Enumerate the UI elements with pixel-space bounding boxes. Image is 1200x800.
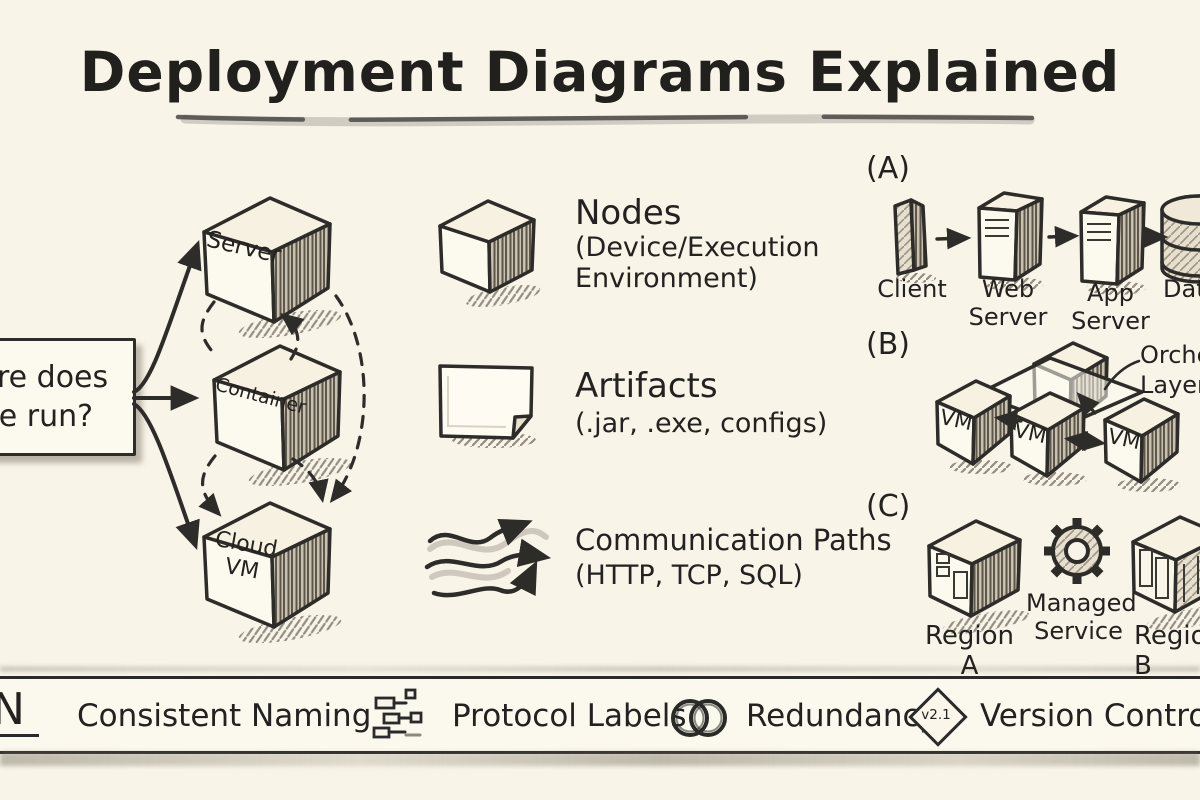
footer-band <box>0 676 1200 754</box>
naming-letter: N <box>0 684 25 735</box>
region-b-cube-icon <box>1131 515 1200 630</box>
artifact-icon <box>438 364 536 448</box>
example-c-label: (C) <box>866 489 911 524</box>
naming-letter-icon: N <box>0 684 39 738</box>
question-box: Where does code run? <box>0 338 136 456</box>
protocol-labels-icon <box>372 688 423 739</box>
region-b-label: Region B <box>1134 621 1200 681</box>
gear-icon <box>1044 518 1110 584</box>
database-label: Database <box>1163 275 1200 303</box>
legend-nodes-subtitle: (Device/Execution Environment) <box>575 232 820 295</box>
redundancy-rings-icon <box>671 699 727 737</box>
app-server-icon <box>1079 195 1146 295</box>
orchestration-layer-label: Orchestration Layer <box>1140 341 1200 399</box>
consistent-naming-label: Consistent Naming <box>77 698 372 734</box>
region-a-label: Region A <box>924 621 1014 681</box>
app-server-label: App Server <box>1071 279 1150 335</box>
cloud-vm-cube-icon <box>202 501 342 644</box>
client-device-icon <box>893 198 936 283</box>
vm-cube-icon <box>935 379 1013 474</box>
version-badge-text: v2.1 <box>921 707 951 723</box>
redundancy-label: Redundancy <box>746 698 938 734</box>
nodes-cube-icon <box>438 199 541 308</box>
band-top-smudge <box>0 667 1200 671</box>
region-a-cube-icon <box>927 519 1030 634</box>
managed-service-label: Managed Service <box>1026 589 1137 645</box>
legend-paths-title: Communication Paths <box>575 523 892 557</box>
vm-cube-icon <box>1103 397 1181 492</box>
page-title: Deployment Diagrams Explained <box>79 40 1121 104</box>
question-text: Where does code run? <box>0 360 109 434</box>
communication-paths-icon <box>424 518 552 598</box>
protocol-labels-label: Protocol Labels <box>452 698 687 734</box>
server-cube-icon <box>202 196 342 339</box>
band-bottom-smudge <box>0 752 1200 766</box>
title-underline <box>175 114 1035 127</box>
legend-artifacts-subtitle: (.jar, .exe, configs) <box>575 408 828 439</box>
legend-nodes-title: Nodes <box>575 193 682 233</box>
version-badge-icon: v2.1 <box>908 687 968 747</box>
legend-artifacts-title: Artifacts <box>575 366 718 406</box>
version-control-label: Version Control <box>980 698 1200 734</box>
example-a-label: (A) <box>866 151 910 186</box>
web-server-label: Web Server <box>968 275 1048 331</box>
web-server-icon <box>977 191 1044 291</box>
legend-paths-subtitle: (HTTP, TCP, SQL) <box>575 560 803 591</box>
example-b-label: (B) <box>866 327 910 362</box>
database-icon <box>1160 194 1200 284</box>
client-label: Client <box>877 275 947 303</box>
